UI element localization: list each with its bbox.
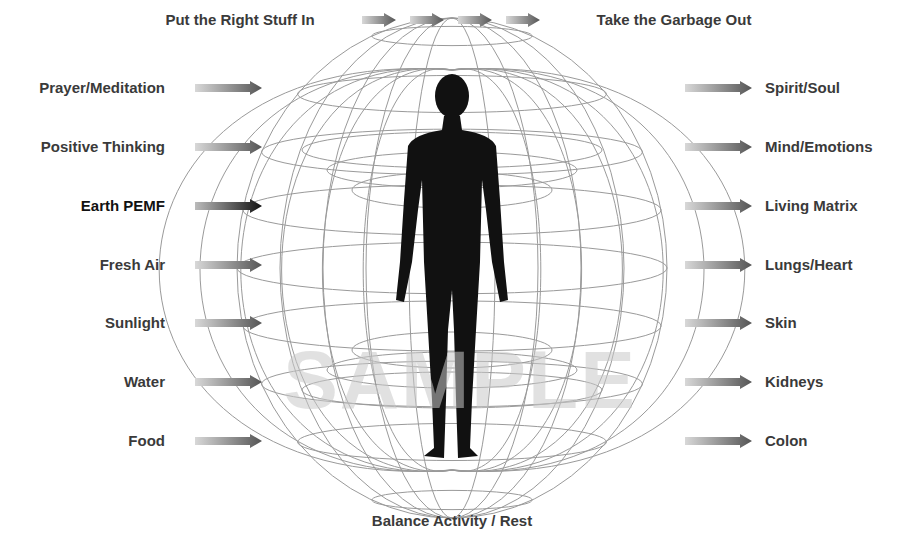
arrow bbox=[685, 434, 752, 448]
arrow bbox=[195, 199, 262, 213]
arrow bbox=[195, 258, 262, 272]
arrow bbox=[685, 81, 752, 95]
output-label: Mind/Emotions bbox=[765, 138, 873, 156]
output-label: Lungs/Heart bbox=[765, 256, 853, 274]
heading-out: Take the Garbage Out bbox=[597, 11, 752, 29]
arrow bbox=[685, 375, 752, 389]
heading-in: Put the Right Stuff In bbox=[165, 11, 314, 29]
input-label: Prayer/Meditation bbox=[39, 79, 165, 97]
watermark: SAMPLE bbox=[283, 331, 637, 429]
arrow bbox=[195, 375, 262, 389]
arrow bbox=[362, 13, 396, 27]
output-label: Kidneys bbox=[765, 373, 823, 391]
input-label: Earth PEMF bbox=[81, 197, 165, 215]
arrow bbox=[195, 434, 262, 448]
input-label: Positive Thinking bbox=[41, 138, 165, 156]
arrow bbox=[506, 13, 540, 27]
meridian bbox=[323, 18, 581, 518]
output-label: Spirit/Soul bbox=[765, 79, 840, 97]
arrow bbox=[685, 258, 752, 272]
input-label: Food bbox=[128, 432, 165, 450]
arrow bbox=[685, 140, 752, 154]
energy-field bbox=[159, 18, 745, 518]
arrow bbox=[195, 81, 262, 95]
latitude-ring bbox=[298, 423, 607, 460]
arrow bbox=[685, 316, 752, 330]
arrow bbox=[195, 316, 262, 330]
arrow bbox=[458, 13, 492, 27]
arrow bbox=[410, 13, 444, 27]
output-label: Living Matrix bbox=[765, 197, 858, 215]
input-label: Water bbox=[124, 373, 165, 391]
input-label: Fresh Air bbox=[100, 256, 165, 274]
input-label: Sunlight bbox=[105, 314, 165, 332]
arrow bbox=[195, 140, 262, 154]
output-label: Skin bbox=[765, 314, 797, 332]
arrow bbox=[685, 199, 752, 213]
meridian bbox=[366, 18, 538, 518]
output-label: Colon bbox=[765, 432, 808, 450]
footer-label: Balance Activity / Rest bbox=[372, 512, 532, 530]
